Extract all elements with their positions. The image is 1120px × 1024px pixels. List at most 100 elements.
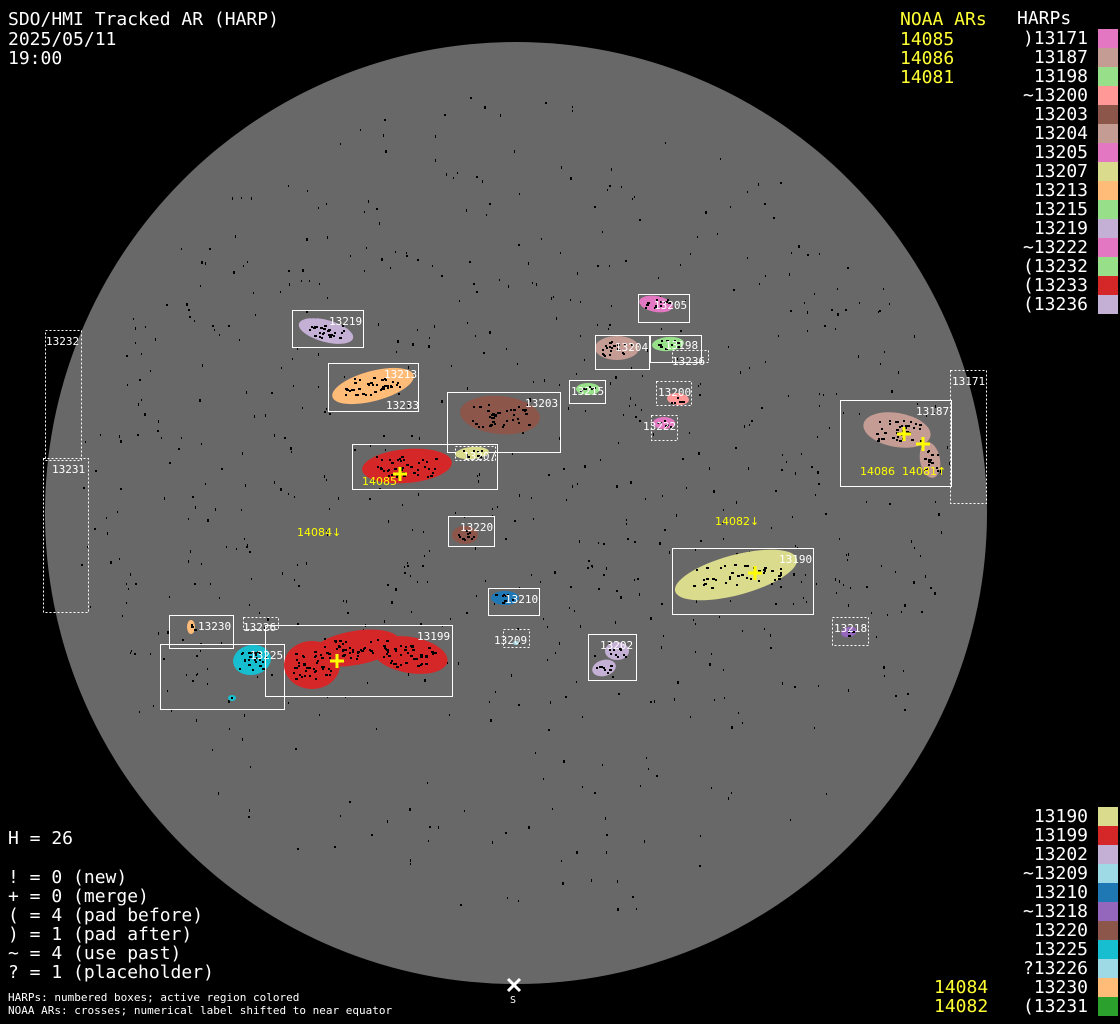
sunspot-pixel (881, 428, 883, 430)
sunspot-pixel (596, 667, 598, 669)
sunspot-pixel (255, 661, 257, 663)
sunspot-pixel (321, 657, 324, 659)
sunspot-pixel (681, 401, 683, 403)
sunspot-pixel (522, 409, 524, 411)
sunspot-pixel (426, 656, 428, 658)
legend-row: ~13222 (990, 238, 1120, 257)
sunspot-pixel (343, 654, 346, 656)
harp-box-13171 (950, 370, 987, 504)
sunspot-pixel (425, 663, 428, 665)
sunspot-pixel (361, 650, 364, 652)
harp-box-13230 (169, 615, 234, 649)
stat-line: ! = 0 (new) (8, 867, 128, 888)
sunspot-pixel (905, 427, 907, 429)
legend-row: 13213 (990, 181, 1120, 200)
harp-box-13226 (243, 617, 279, 630)
legend-swatch (1098, 200, 1118, 219)
sunspot-pixel (315, 655, 317, 657)
sunspot-pixel (248, 652, 250, 654)
legend-swatch (1098, 257, 1118, 276)
sunspot-pixel (624, 343, 626, 345)
sunspot-pixel (625, 656, 627, 658)
sunspot-pixel (780, 574, 782, 576)
legend-row: 13190 (990, 807, 1120, 826)
sunspot-pixel (750, 578, 752, 580)
sunspot-pixel (303, 656, 305, 658)
harp-count: H = 26 (8, 828, 74, 849)
sunspot-pixel (744, 565, 747, 567)
sunspot-pixel (349, 652, 351, 654)
legend-row: 13203 (990, 105, 1120, 124)
sunspot-pixel (370, 382, 373, 384)
sunspot-pixel (397, 459, 399, 461)
legend-row: ~13209 (990, 864, 1120, 883)
sunspot-pixel (512, 599, 514, 601)
sunspot-pixel (619, 648, 622, 650)
sunspot-pixel (518, 642, 520, 644)
sunspot-pixel (309, 667, 311, 669)
sunspot-pixel (316, 326, 318, 328)
sunspot-pixel (191, 626, 194, 628)
sunspot-pixel (518, 406, 520, 408)
sunspot-pixel (763, 569, 766, 571)
sunspot-pixel (354, 382, 357, 384)
legend-row: (13232 (990, 257, 1120, 276)
active-region-13222 (653, 417, 675, 429)
sunspot-pixel (613, 649, 615, 651)
sunspot-pixel (249, 656, 252, 658)
harp-box-13232 (45, 330, 82, 461)
harp-box-label: 13187 (916, 405, 949, 418)
sunspot-pixel (391, 474, 394, 476)
sunspot-pixel (351, 389, 354, 391)
sunspot-pixel (610, 350, 612, 352)
sunspot-pixel (262, 661, 264, 663)
sunspot-pixel (764, 567, 767, 569)
sunspot-pixel (471, 538, 473, 540)
sunspot-pixel (473, 450, 475, 452)
legend-label: (13236 (1022, 294, 1088, 315)
sunspot-pixel (464, 539, 466, 541)
noaa-label: 14082↓ (715, 515, 759, 528)
sunspot-pixel (495, 594, 498, 596)
sunspot-pixel (341, 332, 343, 334)
sunspot-pixel (303, 663, 306, 665)
sunspot-pixel (432, 653, 434, 655)
sunspot-pixel (505, 595, 507, 597)
sunspot-pixel (349, 647, 351, 649)
sunspot-pixel (611, 347, 613, 349)
sunspot-pixel (506, 420, 508, 422)
legend-swatch (1098, 29, 1118, 48)
sunspot-pixel (503, 424, 505, 426)
sunspot-pixel (494, 423, 496, 425)
sunspot-pixel (420, 654, 423, 656)
sunspot-pixel (901, 425, 903, 427)
sunspot-pixel (397, 382, 399, 384)
sunspot-pixel (583, 388, 586, 390)
sunspot-pixel (602, 349, 604, 351)
sunspot-pixel (459, 536, 461, 538)
sunspot-pixel (249, 652, 252, 654)
sunspot-pixel (499, 412, 501, 414)
solar-disk (45, 42, 987, 984)
sunspot-pixel (473, 406, 475, 408)
sunspot-pixel (395, 650, 397, 652)
magnetogram-speckles (81, 97, 950, 911)
sunspot-pixel (330, 334, 333, 336)
sunspot-pixel (417, 474, 419, 476)
sunspot-pixel (355, 394, 358, 396)
sunspot-pixel (377, 466, 379, 468)
sunspot-pixel (613, 345, 616, 347)
sunspot-pixel (665, 348, 668, 350)
sunspot-pixel (427, 476, 429, 478)
sunspot-pixel (301, 676, 303, 678)
sunspot-pixel (489, 416, 491, 418)
harp-box-label: 13205 (654, 299, 687, 312)
sunspot-pixel (931, 462, 933, 464)
sunspot-pixel (405, 646, 407, 648)
sunspot-pixel (502, 602, 505, 604)
legend-label: 13210 (1033, 882, 1088, 903)
sunspot-pixel (609, 342, 612, 344)
sunspot-pixel (482, 426, 484, 428)
sunspot-pixel (383, 645, 386, 647)
sunspot-pixel (334, 332, 336, 334)
